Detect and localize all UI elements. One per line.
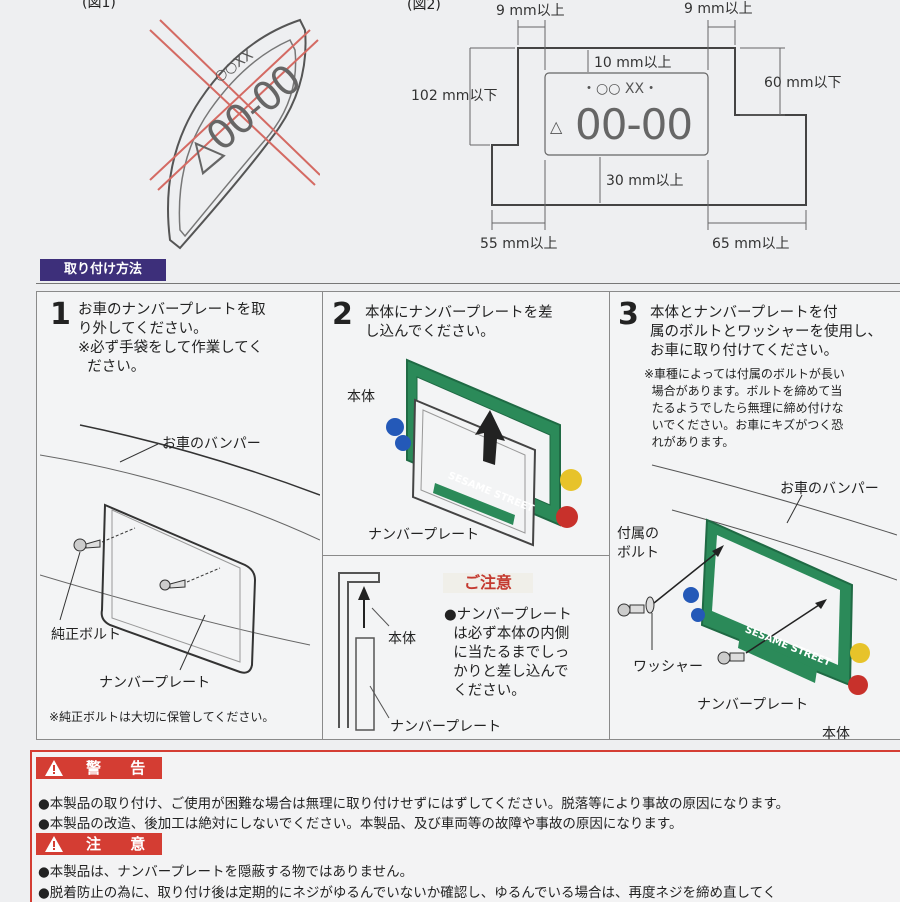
step1-panel (36, 291, 324, 740)
step2-illustration (386, 358, 582, 547)
step3-bumper-label: お車のバンパー (780, 481, 879, 497)
step3-body-label: 本体 (822, 726, 850, 742)
section-rule (36, 283, 900, 284)
caution-body-label: 本体 (388, 631, 416, 647)
step1-plate-label: ナンバープレート (99, 675, 211, 691)
step1-note: ※純正ボルトは大切に保管してください。 (49, 710, 275, 724)
step2-number: 2 (332, 297, 353, 332)
warning-area (30, 750, 900, 902)
caution-plate-label: ナンバープレート (390, 719, 502, 735)
caution-text: ●ナンバープレート は必ず本体の内側 に当たるまでしっ かりと差し込んで くださ… (444, 607, 572, 699)
step3-panel (609, 291, 900, 740)
warning-triangle-icon (45, 760, 63, 776)
fig2-plate-small-text: ・○○ XX・ (582, 81, 659, 97)
caution-heading: 注 意 (36, 833, 162, 855)
warning-heading: 警 告 (36, 757, 162, 779)
fig2-label: (図2) (407, 0, 441, 13)
step2-plate-label: ナンバープレート (368, 527, 480, 543)
step3-washer-label: ワッシャー (633, 659, 703, 675)
step3-bolt-label: 付属の ボルト (617, 526, 659, 561)
warning-line-2: ●本製品の改造、後加工は絶対にしないでください。本製品、及び車両等の故障や事故の… (38, 816, 683, 832)
dim-bottom-left: 55 mm以上 (480, 236, 558, 252)
fig2-plate-triangle: △ (550, 117, 563, 136)
caution-line-1: ●本製品は、ナンバープレートを隠蔽する物ではありません。 (38, 864, 414, 880)
step3-text: 本体とナンバープレートを付 属のボルトとワッシャーを使用し、 お車に取り付けてく… (650, 305, 882, 359)
step1-bolt-label: 純正ボルト (51, 627, 121, 643)
fig2-dimension-diagram (469, 20, 807, 230)
section-title: 取り付け方法 (40, 259, 166, 281)
dim-top-right: 9 mm以上 (684, 1, 753, 17)
dim-inner-bottom: 30 mm以上 (606, 173, 684, 189)
step3-plate-label: ナンバープレート (697, 697, 809, 713)
dim-top-left: 9 mm以上 (496, 3, 565, 19)
warning-line-1: ●本製品の取り付け、ご使用が困難な場合は無理に取り付けせずにはずしてください。脱… (38, 796, 790, 812)
caution-illustration (338, 572, 390, 731)
step3-number: 3 (618, 297, 639, 332)
fig2-plate-number: 00-00 (575, 100, 693, 149)
dim-right-height: 60 mm以下 (764, 75, 842, 91)
step3-note: ※車種によっては付属のボルトが長い 場合があります。ボルトを締めて当 たるようで… (644, 367, 845, 449)
fig1-label: (図1) (82, 0, 116, 11)
caution-triangle-icon (45, 836, 63, 852)
caution-title: ご注意 (443, 573, 533, 593)
step2-text: 本体にナンバープレートを差 し込んでください。 (365, 305, 553, 340)
caution-section-title: 注 意 (86, 835, 158, 853)
fig1-curved-plate-illustration (149, 18, 320, 250)
step1-illustration (40, 424, 320, 674)
warning-title: 警 告 (86, 759, 158, 777)
dim-height: 102 mm以下 (411, 88, 498, 104)
dim-inner-top: 10 mm以上 (594, 55, 672, 71)
step1-number: 1 (50, 297, 71, 332)
step1-text: お車のナンバープレートを取 り外してください。 ※必ず手袋をして作業してく ださ… (78, 302, 266, 375)
caution-line-2: ●脱着防止の為に、取り付け後は定期的にネジがゆるんでいないか確認し、ゆるんでいる… (38, 885, 777, 901)
step3-illustration (617, 464, 897, 695)
step1-bumper-label: お車のバンパー (162, 436, 261, 452)
dim-bottom-right: 65 mm以上 (712, 236, 790, 252)
step2-body-label: 本体 (347, 389, 375, 405)
